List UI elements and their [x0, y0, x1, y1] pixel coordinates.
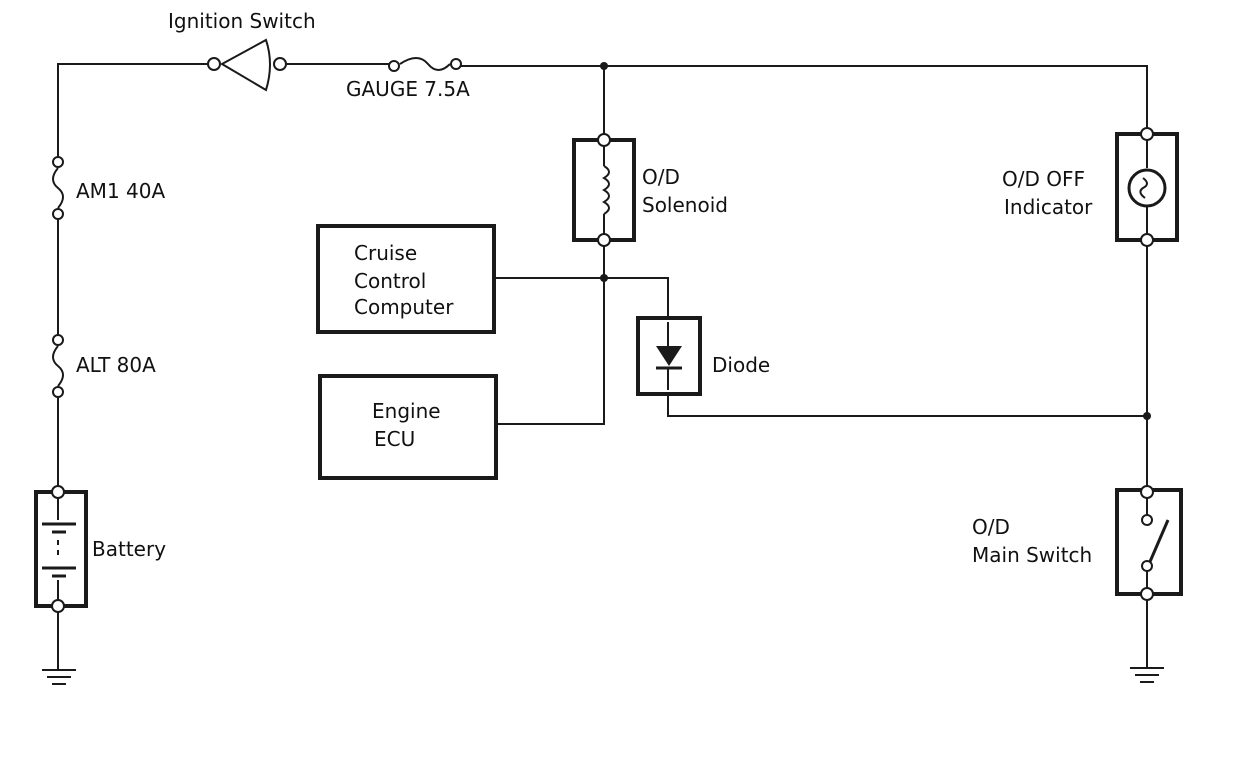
cruise-label-3: Computer	[354, 295, 454, 319]
od-solenoid-label-1: O/D	[642, 165, 680, 189]
od-off-indicator-label-2: Indicator	[1004, 195, 1093, 219]
am1-fuse-label: AM1 40A	[76, 179, 165, 203]
ignition-switch-label: Ignition Switch	[168, 9, 316, 33]
ground-right-icon	[1130, 667, 1164, 683]
cruise-control-computer-box	[316, 224, 496, 334]
engine-ecu-label-1: Engine	[372, 399, 441, 423]
od-main-switch-label-2: Main Switch	[972, 543, 1092, 567]
diode-symbol-icon	[656, 346, 682, 366]
junctions	[600, 62, 1151, 420]
cruise-label-1: Cruise	[354, 241, 417, 265]
od-solenoid	[572, 133, 636, 247]
ground-left-icon	[42, 669, 76, 685]
junction-top-bus	[600, 62, 608, 70]
gauge-fuse-label: GAUGE 7.5A	[346, 77, 470, 101]
ignition-switch	[207, 38, 287, 92]
junction-solenoid	[600, 274, 608, 282]
am1-fuse	[52, 156, 64, 220]
wire-diode-to-right	[667, 389, 1148, 417]
wire-left-top	[57, 63, 213, 161]
alt-fuse-label: ALT 80A	[76, 353, 156, 377]
od-main-switch	[1115, 485, 1183, 601]
diode	[636, 316, 702, 396]
od-off-indicator	[1115, 127, 1179, 247]
od-off-indicator-label-1: O/D OFF	[1002, 167, 1085, 191]
gauge-fuse	[388, 57, 462, 72]
wiring	[57, 63, 1148, 669]
battery	[34, 485, 88, 613]
diode-label: Diode	[712, 353, 770, 377]
wire-cruise-to-node	[493, 277, 669, 323]
engine-ecu-label-2: ECU	[374, 427, 415, 451]
engine-ecu-box	[318, 374, 498, 480]
cruise-label-2: Control	[354, 269, 426, 293]
alt-fuse	[52, 334, 64, 398]
wire-solenoid-down	[493, 239, 605, 425]
wire-top-bus	[455, 65, 1148, 135]
junction-right-bus	[1143, 412, 1151, 420]
battery-label: Battery	[92, 537, 166, 561]
od-solenoid-label-2: Solenoid	[642, 193, 728, 217]
od-main-switch-label-1: O/D	[972, 515, 1010, 539]
